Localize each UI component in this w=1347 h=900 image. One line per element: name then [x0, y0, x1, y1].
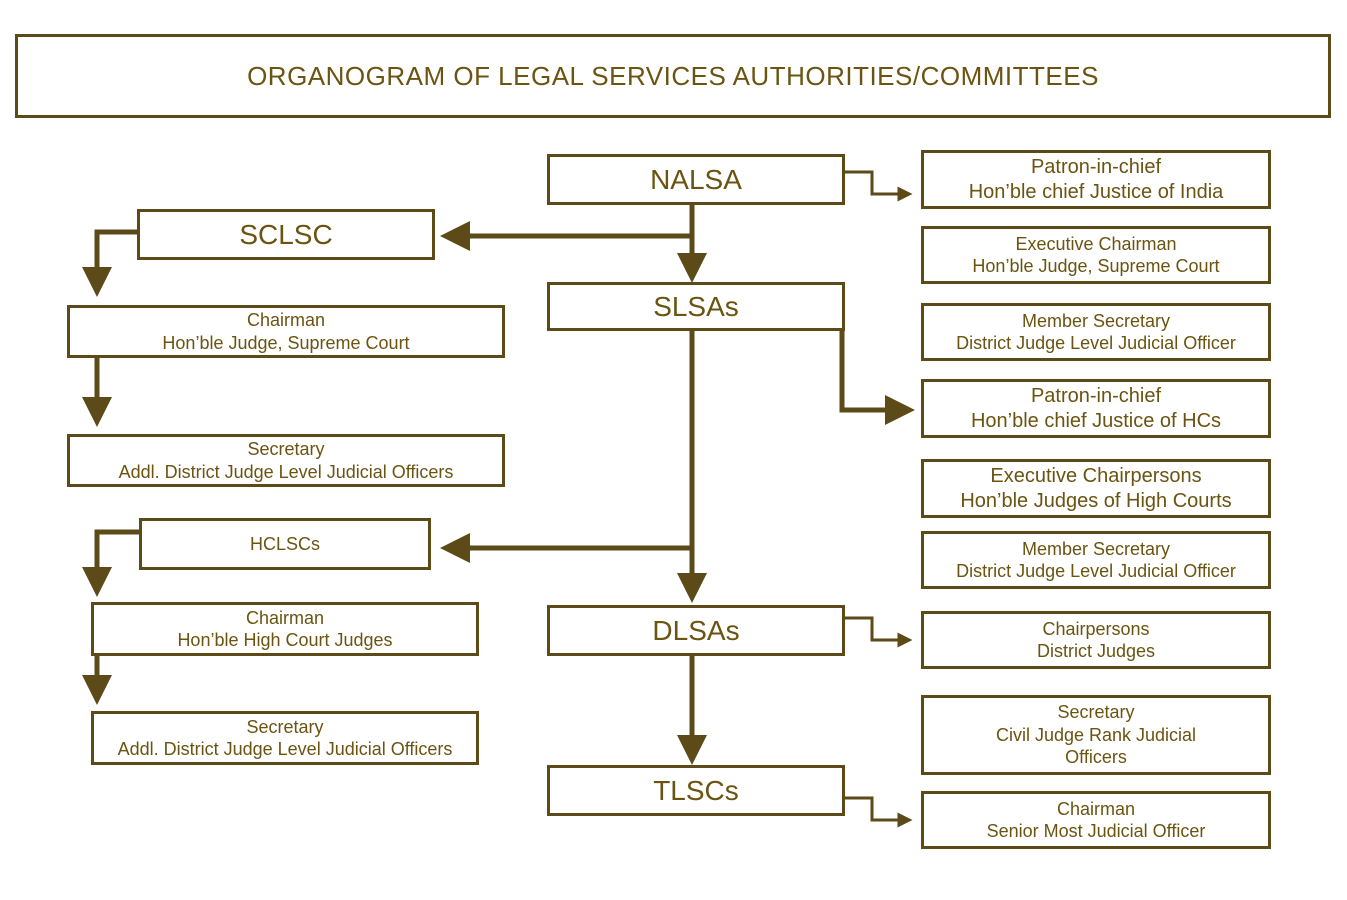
node-hclscs: HCLSCs	[139, 518, 431, 570]
slsa-exec-box: Executive Chairpersons Hon’ble Judges of…	[921, 459, 1271, 518]
dlsa-chair-holder: District Judges	[1036, 641, 1156, 661]
nalsa-exec-role: Executive Chairman	[1015, 233, 1177, 254]
hclscs-secretary-box: Secretary Addl. District Judge Level Jud…	[91, 711, 479, 765]
node-tlscs-label: TLSCs	[653, 775, 739, 806]
hclscs-secretary-role: Secretary	[246, 716, 324, 737]
arrow-tlscs-chair	[845, 796, 913, 828]
arrow-hclscs-chairman	[82, 529, 140, 597]
slsa-member-box: Member Secretary District Judge Level Ju…	[921, 531, 1271, 589]
arrow-slsas-patron	[839, 330, 915, 425]
dlsa-secretary-holder-line2: Officers	[1065, 747, 1127, 768]
nalsa-member-holder: District Judge Level Judicial Officer	[956, 333, 1236, 353]
sclsc-secretary-holder: Addl. District Judge Level Judicial Offi…	[118, 461, 454, 482]
nalsa-patron-box: Patron-in-chief Hon’ble chief Justice of…	[921, 150, 1271, 209]
dlsa-secretary-holder-line1: Civil Judge Rank Judicial	[995, 724, 1197, 745]
hclscs-chairman-role: Chairman	[245, 607, 325, 628]
node-sclsc: SCLSC	[137, 209, 435, 260]
page-title: ORGANOGRAM OF LEGAL SERVICES AUTHORITIES…	[247, 60, 1099, 91]
slsa-exec-holder: Hon’ble Judges of High Courts	[960, 489, 1232, 512]
dlsa-secretary-box: Secretary Civil Judge Rank Judicial Offi…	[921, 695, 1271, 775]
slsa-member-holder: District Judge Level Judicial Officer	[956, 561, 1236, 581]
sclsc-chairman-box: Chairman Hon’ble Judge, Supreme Court	[67, 305, 505, 358]
node-slsas: SLSAs	[547, 282, 845, 331]
node-nalsa: NALSA	[547, 154, 845, 205]
nalsa-member-box: Member Secretary District Judge Level Ju…	[921, 303, 1271, 361]
nalsa-exec-holder: Hon’ble Judge, Supreme Court	[972, 256, 1220, 276]
sclsc-secretary-role: Secretary	[247, 439, 325, 459]
nalsa-patron-role: Patron-in-chief	[1030, 155, 1162, 178]
slsa-patron-box: Patron-in-chief Hon’ble chief Justice of…	[921, 379, 1271, 438]
node-dlsas: DLSAs	[547, 605, 845, 656]
nalsa-exec-box: Executive Chairman Hon’ble Judge, Suprem…	[921, 226, 1271, 284]
slsa-patron-holder: Hon’ble chief Justice of HCs	[970, 409, 1222, 432]
hclscs-chairman-holder: Hon’ble High Court Judges	[177, 630, 393, 650]
sclsc-chairman-role: Chairman	[246, 310, 326, 330]
dlsa-chair-role: Chairpersons	[1042, 618, 1150, 639]
tlsc-chair-box: Chairman Senior Most Judicial Officer	[921, 791, 1271, 849]
arrow-sclsc-chairman	[82, 229, 138, 297]
node-slsas-label: SLSAs	[653, 291, 739, 322]
arrow-dlsas-chair	[845, 616, 913, 648]
dlsa-chair-box: Chairpersons District Judges	[921, 611, 1271, 669]
node-dlsas-label: DLSAs	[652, 615, 740, 646]
hclscs-secretary-holder: Addl. District Judge Level Judicial Offi…	[117, 739, 453, 759]
node-hclscs-label: HCLSCs	[249, 533, 320, 554]
slsa-exec-role: Executive Chairpersons	[990, 464, 1202, 487]
hclscs-chairman-box: Chairman Hon’ble High Court Judges	[91, 602, 479, 656]
sclsc-secretary-box: Secretary Addl. District Judge Level Jud…	[67, 434, 505, 487]
dlsa-secretary-role: Secretary	[1057, 702, 1135, 723]
node-nalsa-label: NALSA	[650, 164, 742, 195]
node-sclsc-label: SCLSC	[239, 219, 333, 250]
nalsa-patron-holder: Hon’ble chief Justice of India	[968, 180, 1224, 203]
tlsc-chair-holder: Senior Most Judicial Officer	[986, 821, 1206, 841]
sclsc-chairman-holder: Hon’ble Judge, Supreme Court	[162, 332, 410, 353]
tlsc-chair-role: Chairman	[1056, 798, 1136, 819]
node-tlscs: TLSCs	[547, 765, 845, 816]
slsa-patron-role: Patron-in-chief	[1030, 384, 1162, 407]
slsa-member-role: Member Secretary	[1021, 538, 1171, 559]
nalsa-member-role: Member Secretary	[1021, 310, 1171, 331]
title-box: ORGANOGRAM OF LEGAL SERVICES AUTHORITIES…	[15, 34, 1331, 118]
arrow-nalsa-patron	[845, 170, 913, 202]
